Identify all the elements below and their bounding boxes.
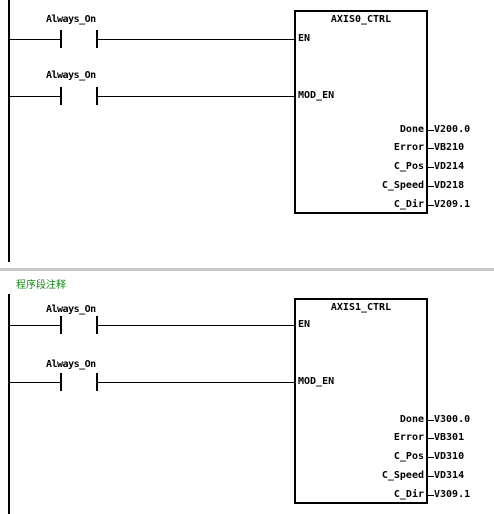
pin-c-speed: C_Speed [381, 180, 424, 191]
addr-c-pos[interactable]: VD214 [434, 161, 465, 172]
addr-c-dir[interactable]: V309.1 [434, 489, 471, 500]
contact-label-always-on-1: Always_On [46, 14, 96, 25]
output-tick [428, 420, 434, 421]
wire [10, 39, 60, 40]
addr-c-speed[interactable]: VD314 [434, 470, 465, 481]
contact-label-always-on-1: Always_On [46, 304, 96, 315]
output-tick [428, 205, 434, 206]
output-tick [428, 130, 434, 131]
block-title: AXIS1_CTRL [330, 302, 392, 313]
contact-left-plate [60, 30, 62, 48]
ladder-network-2: Always_On Always_On AXIS1_CTRL EN MOD_EN… [0, 268, 494, 514]
wire [10, 382, 60, 383]
power-rail [8, 0, 10, 262]
pin-done: Done [399, 414, 424, 425]
addr-done[interactable]: V300.0 [434, 414, 471, 425]
network-comment[interactable]: 程序段注释 [16, 280, 66, 291]
contact-left-plate [60, 87, 62, 105]
pin-mod-en: MOD_EN [298, 376, 335, 387]
function-block-axis0[interactable] [294, 10, 428, 214]
wire [10, 96, 60, 97]
contact-left-plate [60, 316, 62, 334]
pin-c-speed: C_Speed [381, 470, 424, 481]
addr-done[interactable]: V200.0 [434, 124, 471, 135]
contact-right-plate [96, 30, 98, 48]
wire [98, 382, 295, 383]
addr-c-pos[interactable]: VD310 [434, 451, 465, 462]
output-tick [428, 457, 434, 458]
output-tick [428, 148, 434, 149]
contact-label-always-on-2: Always_On [46, 359, 96, 370]
wire [10, 325, 60, 326]
pin-en: EN [298, 33, 311, 44]
output-tick [428, 495, 434, 496]
contact-left-plate [60, 373, 62, 391]
wire [98, 39, 295, 40]
pin-c-dir: C_Dir [393, 489, 424, 500]
pin-c-pos: C_Pos [393, 451, 424, 462]
addr-c-dir[interactable]: V209.1 [434, 199, 471, 210]
pin-error: Error [393, 432, 424, 443]
wire [98, 325, 295, 326]
contact-label-always-on-2: Always_On [46, 70, 96, 81]
addr-error[interactable]: VB210 [434, 142, 465, 153]
block-title: AXIS0_CTRL [330, 14, 392, 25]
wire [98, 96, 295, 97]
addr-error[interactable]: VB301 [434, 432, 465, 443]
output-tick [428, 476, 434, 477]
contact-right-plate [96, 87, 98, 105]
pin-done: Done [399, 124, 424, 135]
contact-right-plate [96, 316, 98, 334]
addr-c-speed[interactable]: VD218 [434, 180, 465, 191]
output-tick [428, 186, 434, 187]
pin-c-pos: C_Pos [393, 161, 424, 172]
pin-en: EN [298, 319, 311, 330]
contact-right-plate [96, 373, 98, 391]
network-separator [0, 268, 494, 271]
ladder-network-1: Always_On Always_On AXIS0_CTRL EN MOD_EN… [8, 0, 471, 262]
function-block-axis1[interactable] [294, 298, 428, 504]
pin-c-dir: C_Dir [393, 199, 424, 210]
pin-mod-en: MOD_EN [298, 90, 335, 101]
output-tick [428, 167, 434, 168]
power-rail [8, 294, 10, 514]
output-tick [428, 438, 434, 439]
pin-error: Error [393, 142, 424, 153]
